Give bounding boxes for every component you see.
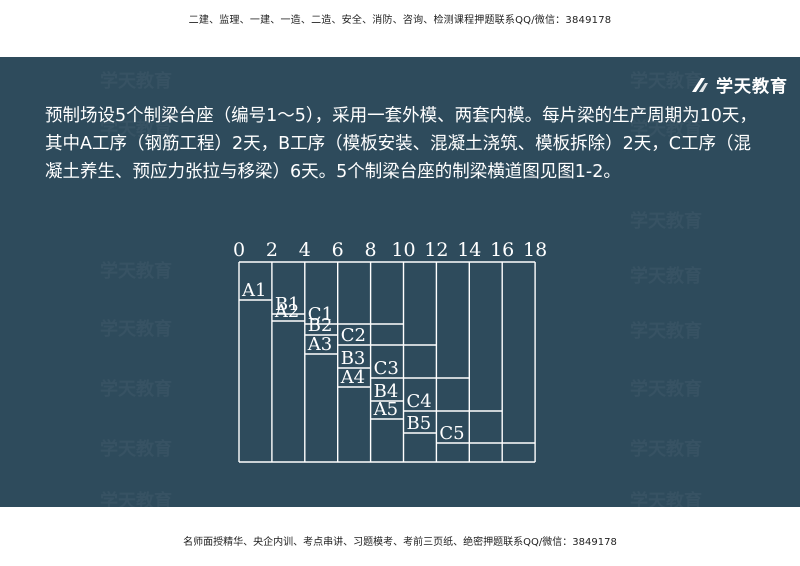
top-banner: 二建、监理、一建、一造、二造、安全、消防、咨询、检测课程押题联系QQ/微信：38… [0, 0, 800, 57]
task-label: B5 [407, 413, 432, 434]
task-label: C5 [439, 423, 464, 444]
axis-tick-label: 14 [457, 239, 481, 261]
bottom-banner: 名师面授精华、央企内训、考点串讲、习题模考、考前三页纸、绝密押题联系QQ/微信：… [0, 507, 800, 566]
task-label: A1 [241, 280, 266, 301]
task-label: A4 [340, 367, 365, 388]
task-label: C4 [407, 391, 432, 412]
axis-tick-label: 6 [332, 239, 344, 261]
brand-slash-icon [692, 77, 708, 92]
task-label: A5 [373, 399, 398, 420]
slide: 学天教育学天教育学天教育学天教育学天教育学天教育学天教育学天教育学天教育学天教育… [0, 57, 800, 507]
task-label: A3 [307, 334, 332, 355]
task-label: C2 [341, 325, 366, 346]
axis-tick-label: 16 [490, 239, 514, 261]
question-paragraph: 预制场设5个制梁台座（编号1～5），采用一套外模、两套内模。每片梁的生产周期为1… [45, 106, 757, 182]
brand-name: 学天教育 [716, 77, 788, 97]
axis-tick-label: 0 [233, 239, 245, 261]
task-label: B2 [308, 315, 333, 336]
task-label: B3 [341, 348, 366, 369]
header-banner-text: 二建、监理、一建、一造、二造、安全、消防、咨询、检测课程押题联系QQ/微信：38… [188, 15, 612, 26]
axis-tick-label: 2 [266, 239, 278, 261]
task-label: C3 [374, 358, 399, 379]
axis-tick-label: 8 [365, 239, 377, 261]
axis-tick-label: 12 [424, 239, 448, 261]
axis-tick-label: 18 [523, 239, 547, 261]
task-label: B4 [374, 381, 399, 402]
axis-tick-label: 4 [299, 239, 311, 261]
brand-logo: 学天教育 [690, 72, 788, 97]
footer-banner-text: 名师面授精华、央企内训、考点串讲、习题模考、考前三页纸、绝密押题联系QQ/微信：… [183, 537, 617, 548]
task-label: B1 [275, 294, 300, 315]
axis-tick-label: 10 [391, 239, 415, 261]
task-label: C1 [308, 304, 333, 325]
task-label: A2 [274, 301, 299, 322]
